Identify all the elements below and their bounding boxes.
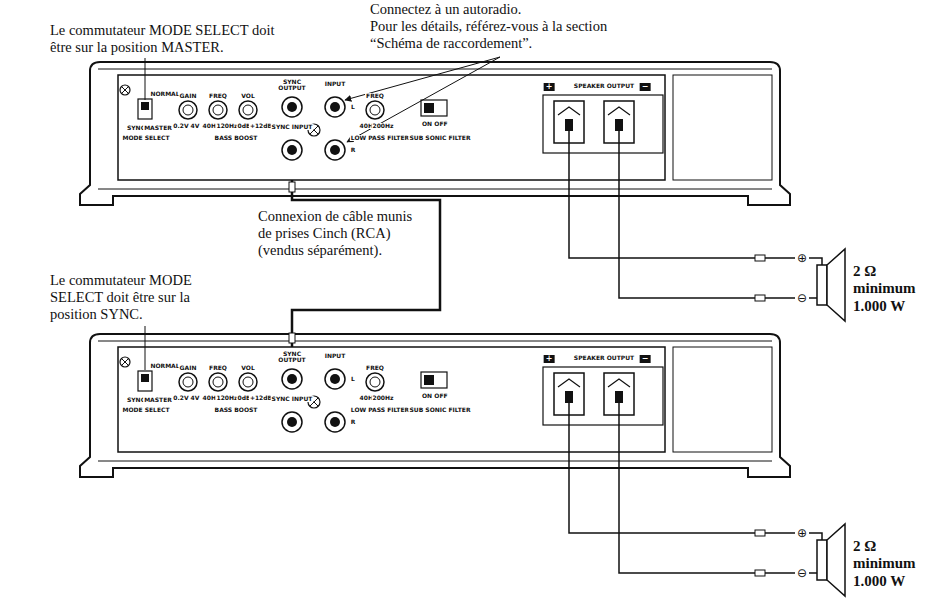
panel-label: GAIN bbox=[179, 365, 198, 371]
wire-polarity: ⊖ bbox=[796, 567, 808, 579]
panel-label: R bbox=[350, 147, 357, 153]
amplifier bbox=[80, 62, 790, 205]
speaker-wire bbox=[569, 452, 795, 533]
panel-label: L bbox=[350, 376, 356, 382]
leader-line bbox=[145, 326, 146, 370]
wire-polarity: ⊖ bbox=[796, 292, 808, 304]
panel-label: VOL bbox=[240, 365, 255, 371]
panel-label: − bbox=[640, 355, 651, 363]
panel-label: + bbox=[544, 355, 555, 363]
wire-plug bbox=[755, 255, 765, 261]
speaker: 2 Ω minimum 1.000 W bbox=[795, 245, 930, 335]
rca-plug bbox=[289, 333, 295, 343]
panel-label: R bbox=[350, 419, 357, 425]
callout-note: Le commutateur MODE SELECT doit être sur… bbox=[50, 272, 235, 323]
panel-label: MODE SELECT bbox=[121, 135, 170, 141]
panel-label: NORMAL bbox=[149, 91, 180, 97]
panel-label: SYNC OUTPUT bbox=[276, 351, 308, 363]
panel-label: SUB SONIC FILTER bbox=[409, 407, 472, 413]
speaker-rating: 2 Ω minimum 1.000 W bbox=[853, 263, 928, 315]
panel-label: 200Hz bbox=[371, 123, 394, 129]
leader-arrow bbox=[347, 57, 500, 142]
wire-plug bbox=[755, 530, 765, 536]
panel-label: + bbox=[544, 83, 555, 91]
panel-label: +12dB bbox=[249, 395, 273, 401]
speaker-wire bbox=[619, 452, 795, 573]
speaker-wire bbox=[619, 180, 795, 298]
panel-label: INPUT bbox=[324, 353, 347, 359]
panel-label: 0.2V bbox=[172, 395, 189, 401]
panel-label: SPEAKER OUTPUT bbox=[573, 355, 635, 361]
amplifier-panel: NORMALSYNCMASTERMODE SELECTGAIN0.2V4VFRE… bbox=[118, 347, 665, 452]
panel-label: FREQ bbox=[365, 93, 385, 99]
panel-label: 0.2V bbox=[172, 123, 189, 129]
panel-label: SYNC INPUT bbox=[271, 124, 314, 130]
rca-cable bbox=[292, 180, 440, 347]
panel-label: NORMAL bbox=[149, 363, 180, 369]
panel-label: SYNC INPUT bbox=[271, 396, 314, 402]
speaker-magnet bbox=[817, 540, 827, 580]
panel-label: − bbox=[640, 83, 651, 91]
speaker-cone bbox=[827, 524, 845, 596]
wire-polarity: ⊕ bbox=[796, 252, 808, 264]
panel-label: ON bbox=[421, 393, 433, 399]
rca-plug bbox=[289, 182, 295, 192]
callout-note: Connectez à un autoradio. bbox=[370, 1, 660, 18]
panel-label: BASS BOOST bbox=[214, 407, 259, 413]
panel-label: 200Hz bbox=[371, 395, 394, 401]
amplifier bbox=[80, 334, 790, 477]
leader-line bbox=[145, 58, 146, 100]
panel-label: SYNC OUTPUT bbox=[276, 79, 308, 91]
speaker-wire bbox=[569, 180, 795, 258]
panel-label: ON bbox=[421, 121, 433, 127]
speaker-rating: 2 Ω minimum 1.000 W bbox=[853, 538, 928, 590]
panel-label: LOW PASS FILTER bbox=[350, 135, 410, 141]
panel-label: 120Hz bbox=[215, 123, 238, 129]
amplifier-panel: NORMALSYNCMASTERMODE SELECTGAIN0.2V4VFRE… bbox=[118, 75, 665, 180]
panel-label: 120Hz bbox=[215, 395, 238, 401]
panel-label: FREQ bbox=[365, 365, 385, 371]
panel-label: OFF bbox=[433, 393, 448, 399]
panel-label: INPUT bbox=[324, 81, 347, 87]
callout-note: Connexion de câble munis de prises Cinch… bbox=[258, 208, 426, 259]
callout-note: Pour les détails, référez-vous à la sect… bbox=[370, 18, 660, 52]
speaker: 2 Ω minimum 1.000 W bbox=[795, 520, 930, 605]
panel-label: SPEAKER OUTPUT bbox=[573, 83, 635, 89]
panel-label: OFF bbox=[433, 121, 448, 127]
panel-label: L bbox=[350, 104, 356, 110]
panel-label: LOW PASS FILTER bbox=[350, 407, 410, 413]
speaker-magnet bbox=[817, 265, 827, 305]
leader-arrow bbox=[345, 57, 500, 100]
panel-label: GAIN bbox=[179, 93, 198, 99]
panel-label: MODE SELECT bbox=[121, 407, 170, 413]
wire-polarity: ⊕ bbox=[796, 527, 808, 539]
panel-label: 4V bbox=[190, 395, 201, 401]
panel-label: 4V bbox=[190, 123, 201, 129]
panel-label: FREQ bbox=[208, 365, 228, 371]
panel-label: BASS BOOST bbox=[214, 135, 259, 141]
wire-plug bbox=[755, 295, 765, 301]
panel-label: MASTER bbox=[143, 125, 173, 131]
wire-plug bbox=[755, 570, 765, 576]
speaker-cone bbox=[827, 249, 845, 321]
panel-label: +12dB bbox=[249, 123, 273, 129]
panel-label: MASTER bbox=[143, 397, 173, 403]
panel-label: FREQ bbox=[208, 93, 228, 99]
panel-label: SUB SONIC FILTER bbox=[409, 135, 472, 141]
panel-label: VOL bbox=[240, 93, 255, 99]
callout-note: Le commutateur MODE SELECT doit être sur… bbox=[50, 22, 290, 56]
